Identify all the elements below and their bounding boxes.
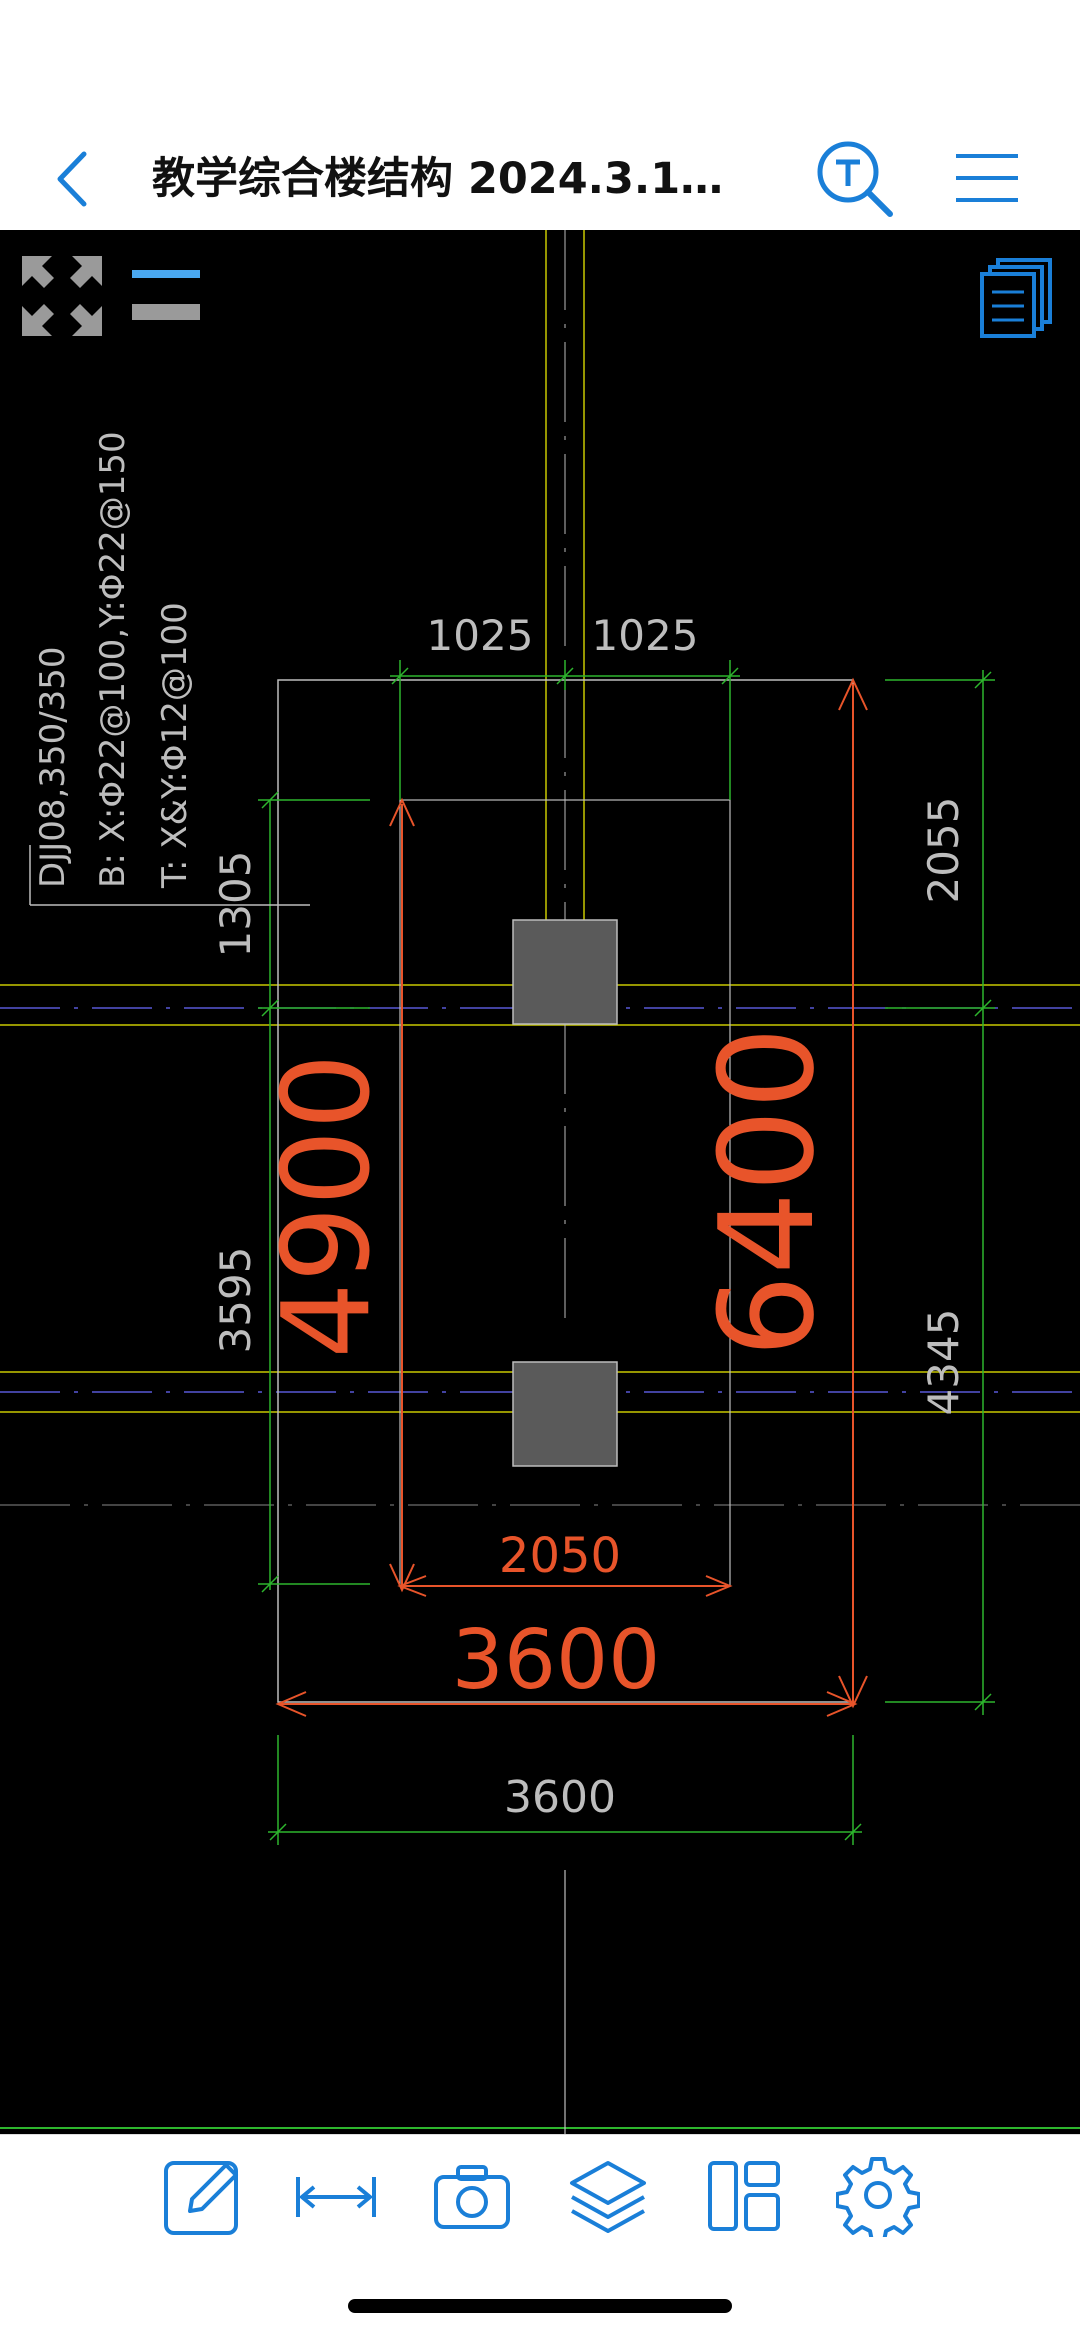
measure-height-right: 6400 bbox=[691, 1027, 843, 1358]
bottom-toolbar bbox=[0, 2134, 1080, 2255]
back-chevron-icon[interactable] bbox=[52, 146, 92, 212]
dim-top-right: 1025 bbox=[592, 611, 699, 660]
hamburger-menu-icon[interactable] bbox=[954, 150, 1020, 206]
status-bar bbox=[0, 0, 1080, 128]
fullscreen-expand-icon[interactable] bbox=[22, 256, 102, 336]
column-lower bbox=[512, 1361, 618, 1467]
home-indicator bbox=[348, 2299, 732, 2313]
line-weight-toggle-icon[interactable] bbox=[132, 266, 202, 326]
green-dimensions bbox=[258, 660, 995, 1845]
column-upper bbox=[512, 919, 618, 1025]
edit-annotate-icon[interactable] bbox=[162, 2153, 246, 2237]
nav-bar: 教学综合楼结构 2024.3.19… bbox=[0, 128, 1080, 230]
footing-label-bottom-rebar: B: X:Φ22@100,Y:Φ22@150 bbox=[93, 431, 133, 888]
settings-gear-icon[interactable] bbox=[836, 2153, 920, 2237]
measure-height-left: 4900 bbox=[258, 1053, 397, 1358]
orange-measurements bbox=[275, 677, 868, 1717]
footing-label-type: DJJ08,350/350 bbox=[33, 646, 73, 888]
cad-drawing-canvas[interactable]: DJJ08,350/350 B: X:Φ22@100,Y:Φ22@150 T: … bbox=[0, 230, 1080, 2134]
footing-label-top-rebar: T: X&Y:Φ12@100 bbox=[155, 602, 195, 889]
text-search-icon[interactable] bbox=[812, 136, 898, 222]
dim-left-upper: 1305 bbox=[211, 851, 260, 958]
measure-inner-width: 2050 bbox=[499, 1528, 621, 1584]
camera-icon[interactable] bbox=[430, 2153, 514, 2237]
dim-bottom-width: 3600 bbox=[504, 1772, 616, 1823]
dim-right-upper: 2055 bbox=[919, 797, 968, 904]
documents-list-icon[interactable] bbox=[980, 258, 1054, 338]
dim-right-lower: 4345 bbox=[919, 1309, 968, 1416]
layout-panel-icon[interactable] bbox=[702, 2153, 786, 2237]
layers-icon[interactable] bbox=[566, 2153, 650, 2237]
dim-top-left: 1025 bbox=[427, 611, 534, 660]
cad-drawing: DJJ08,350/350 B: X:Φ22@100,Y:Φ22@150 T: … bbox=[0, 230, 1080, 2134]
dim-left-lower: 3595 bbox=[211, 1247, 260, 1354]
measure-total-width: 3600 bbox=[452, 1613, 661, 1708]
measure-distance-icon[interactable] bbox=[294, 2153, 378, 2237]
grid-lines bbox=[0, 230, 1080, 2134]
drawing-title: 教学综合楼结构 2024.3.19… bbox=[152, 154, 752, 204]
